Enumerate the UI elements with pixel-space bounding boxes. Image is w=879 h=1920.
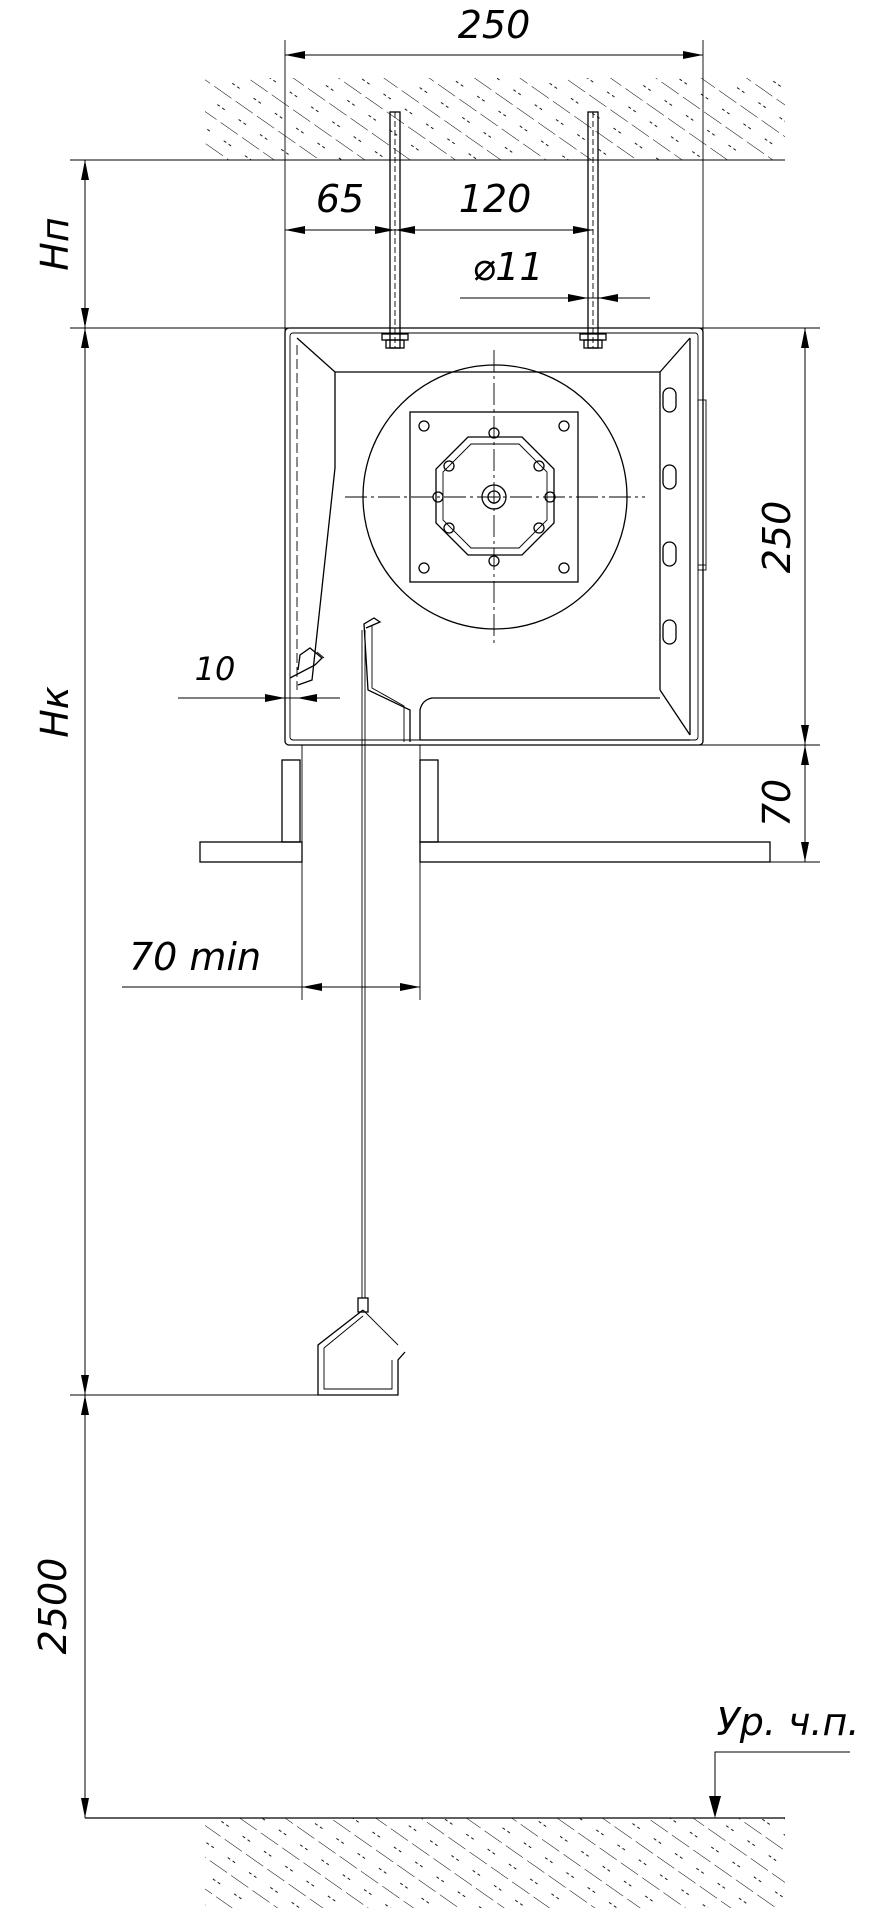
curtain-blade [363, 617, 411, 742]
dim-rod-spacing-label: 120 [459, 177, 532, 221]
ceiling-slab [205, 78, 785, 161]
dim-floor-height-label: 2500 [31, 1558, 75, 1655]
dim-left-offset-label: 65 [316, 177, 364, 221]
extension-lines [70, 40, 820, 1396]
dim-rod-diameter: ⌀11 [460, 245, 650, 302]
dim-hk: Нк [33, 328, 89, 1395]
dim-box-height-label: 250 [755, 501, 799, 574]
housing-box [284, 327, 707, 746]
dim-hk-label: Нк [33, 686, 77, 738]
side-brackets [281, 759, 439, 843]
drive-disk [345, 350, 645, 645]
dim-hp-label: Нп [33, 217, 77, 270]
dim-hp: Нп [33, 160, 89, 328]
dim-rod-offsets: 65 120 [285, 177, 593, 234]
dim-lower-height-label: 70 [755, 779, 799, 827]
floor-slab [85, 1817, 785, 1908]
dim-floor-height: 2500 [31, 1395, 89, 1818]
false-ceiling [199, 841, 771, 863]
floor-level-marker: Ур. ч.п. [709, 1700, 859, 1818]
dim-min-opening: 70 min [122, 935, 420, 991]
dim-box-height: 250 [755, 328, 809, 745]
dim-clearance-label: 10 [195, 650, 236, 688]
dim-min-opening-label: 70 min [129, 935, 261, 979]
dim-clearance: 10 [178, 650, 340, 702]
dim-rod-diameter-label: ⌀11 [472, 245, 543, 289]
floor-level-label: Ур. ч.п. [717, 1700, 860, 1744]
dim-top-width-label: 250 [458, 3, 531, 47]
dim-top-width: 250 [285, 3, 703, 59]
dim-lower-height: 70 [755, 745, 809, 862]
pull-cord [317, 630, 406, 1396]
